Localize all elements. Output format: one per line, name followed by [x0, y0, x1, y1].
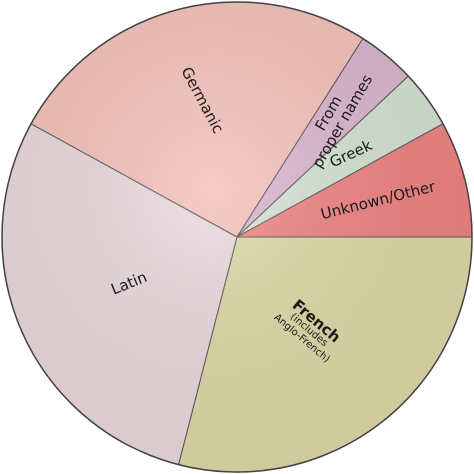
pie-chart: French(includesAnglo-French)LatinGermani… [1, 1, 473, 473]
